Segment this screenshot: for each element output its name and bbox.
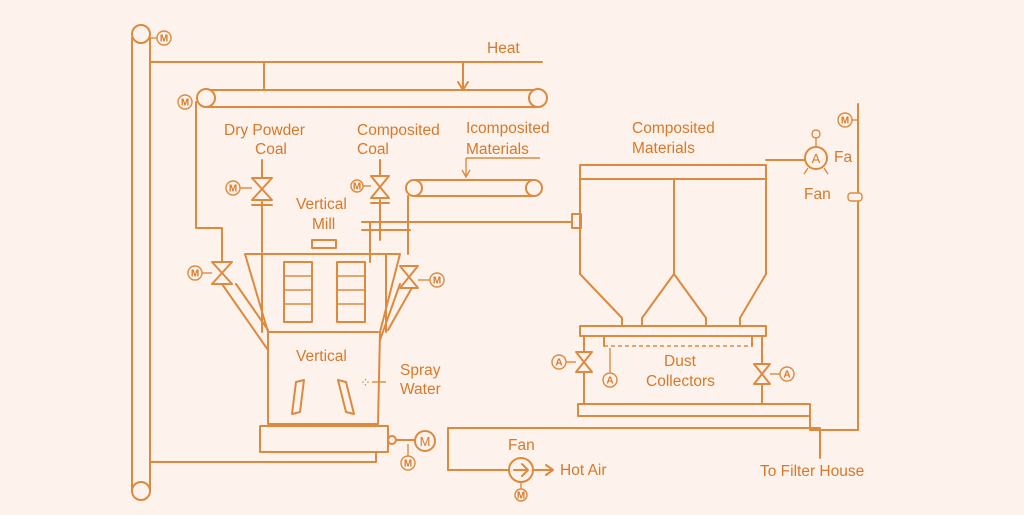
- mill-left-arm: [221, 283, 269, 351]
- vertical-mill-label-2: Mill: [312, 216, 335, 233]
- to-filter-house-label: To Filter House: [760, 463, 864, 480]
- composited-label: Composited: [357, 122, 440, 139]
- mill-top-cap: [311, 239, 337, 249]
- composited-right-label: Composited: [632, 120, 715, 137]
- svg-text:M: M: [433, 276, 441, 287]
- fan-top-icon: A: [803, 129, 829, 175]
- collectors-label: Collectors: [646, 373, 715, 390]
- top-belt-conveyor: [196, 88, 548, 108]
- fan-bottom-label: Fan: [508, 437, 535, 454]
- dry-powder-label: Dry Powder: [224, 122, 305, 139]
- svg-text:A: A: [812, 151, 821, 166]
- fan-top-caption: Fan: [804, 186, 831, 203]
- top-belt-motor-icon: M: [177, 94, 193, 110]
- dry-coal-valve-icon: M: [225, 177, 273, 206]
- svg-text:M: M: [181, 98, 189, 109]
- dust-label: Dust: [664, 353, 697, 370]
- materials-right-label: Materials: [632, 140, 695, 157]
- vertical-mill: [244, 253, 401, 453]
- bucket-elevator: [131, 24, 160, 501]
- middle-belt-conveyor: [405, 179, 543, 197]
- mill-return-pipe: [149, 451, 377, 463]
- materials-mid-label: Materials: [466, 141, 529, 158]
- elevator-motor-icon: M: [156, 30, 172, 46]
- water-label: Water: [400, 381, 441, 398]
- svg-text:A: A: [606, 376, 613, 387]
- mill-left-valve-icon: M: [187, 261, 233, 285]
- icomposited-label: Icomposited: [466, 120, 550, 137]
- hot-air-label: Hot Air: [560, 462, 607, 479]
- fan-top-label: Fa: [834, 149, 852, 166]
- materials-arrow-icon: [461, 158, 471, 179]
- left-feed-pipe: [195, 101, 223, 263]
- coal-left-label: Coal: [255, 141, 287, 158]
- mill-right-arm: [379, 283, 415, 341]
- vertical-mill-label-1: Vertical: [296, 196, 347, 213]
- svg-text:M: M: [841, 116, 849, 127]
- spray-label: Spray: [400, 362, 441, 379]
- collector-left-valve-icon: A A: [551, 348, 618, 388]
- spray-icon: ⁘: [360, 375, 371, 390]
- collector-right-valve-icon: A: [753, 363, 795, 385]
- right-duct-motor-icon: M: [837, 112, 858, 128]
- mill-outlet-pipe: [361, 221, 411, 263]
- hot-air-loop: [447, 427, 821, 471]
- mill-base-motor-icon: M M: [387, 430, 436, 471]
- svg-text:M: M: [420, 434, 431, 449]
- duct-damper-icon: [847, 192, 863, 202]
- svg-text:A: A: [555, 358, 562, 369]
- right-duct: [809, 103, 859, 431]
- svg-text:M: M: [353, 182, 361, 193]
- svg-text:A: A: [783, 370, 790, 381]
- coal-mid-label: Coal: [357, 141, 389, 158]
- vertical-label: Vertical: [296, 348, 347, 365]
- svg-text:M: M: [229, 184, 237, 195]
- elevator-outlet-pipe: [149, 61, 265, 91]
- svg-text:M: M: [191, 269, 199, 280]
- svg-text:M: M: [404, 459, 412, 470]
- comp-coal-valve-icon: M: [350, 175, 390, 204]
- fan-bottom-icon: M: [508, 457, 554, 502]
- svg-text:M: M: [517, 491, 525, 502]
- mill-right-valve-icon: M: [399, 265, 445, 289]
- heat-label: Heat: [487, 40, 520, 57]
- svg-text:M: M: [160, 34, 168, 45]
